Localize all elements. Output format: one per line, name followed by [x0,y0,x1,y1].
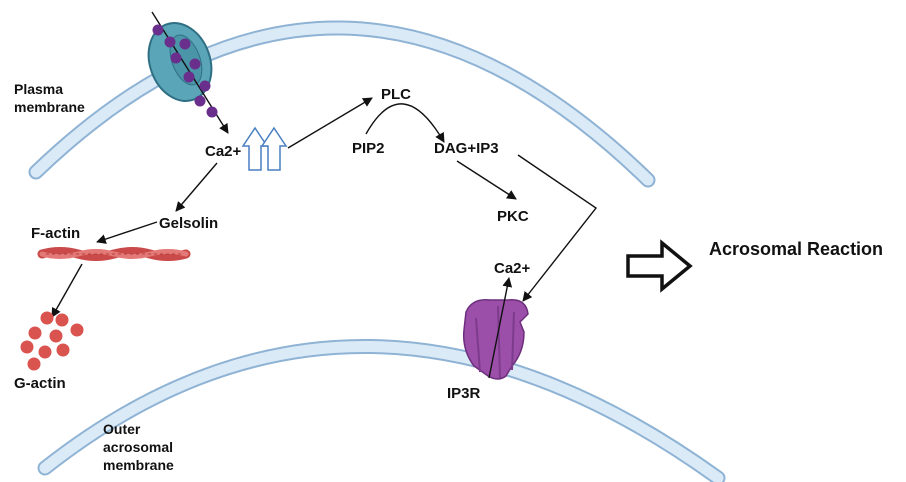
double-up-arrow-icon [241,126,288,171]
arrow-ca2-to-plc [287,97,373,149]
ip3-receptor-icon [462,277,529,380]
dag-ip3-label: DAG+IP3 [434,140,499,157]
arrow-gelsolin-to-f-actin [96,221,158,244]
plc-label: PLC [381,86,411,103]
g-actin-monomers-icon [20,311,84,371]
ca2-bottom-label: Ca2+ [494,260,531,277]
pkc-label: PKC [497,208,529,225]
arrow-ca2-to-gelsolin [175,162,218,212]
arrow-ip3-to-ip3r [517,154,598,302]
arrow-f-actin-to-g-actin [51,263,83,318]
arrow-pip2-to-dag-ip3 [365,103,445,143]
acrosomal-reaction-label: Acrosomal Reaction [709,239,883,259]
calcium-ion-icons [152,24,218,118]
f-actin-label: F-actin [31,225,80,242]
ip3r-label: IP3R [447,385,481,402]
plasma-membrane-label-line2: membrane [14,99,85,115]
outer-membrane-label-line1: Outer [103,421,141,437]
f-actin-filament-icon [37,247,191,261]
plasma-membrane-label-line1: Plasma [14,81,63,97]
outer-membrane-label-line3: membrane [103,457,174,473]
outer-acrosomal-membrane [37,338,726,482]
ca2-top-label: Ca2+ [205,143,242,160]
arrow-dag-to-pkc [456,160,517,200]
plasma-membrane [28,20,656,188]
calcium-channel-icon [147,11,229,134]
pip2-label: PIP2 [352,140,385,157]
g-actin-label: G-actin [14,375,66,392]
outer-membrane-label-line2: acrosomal [103,439,173,455]
gelsolin-label: Gelsolin [159,215,218,232]
hollow-right-arrow-icon [626,239,693,293]
